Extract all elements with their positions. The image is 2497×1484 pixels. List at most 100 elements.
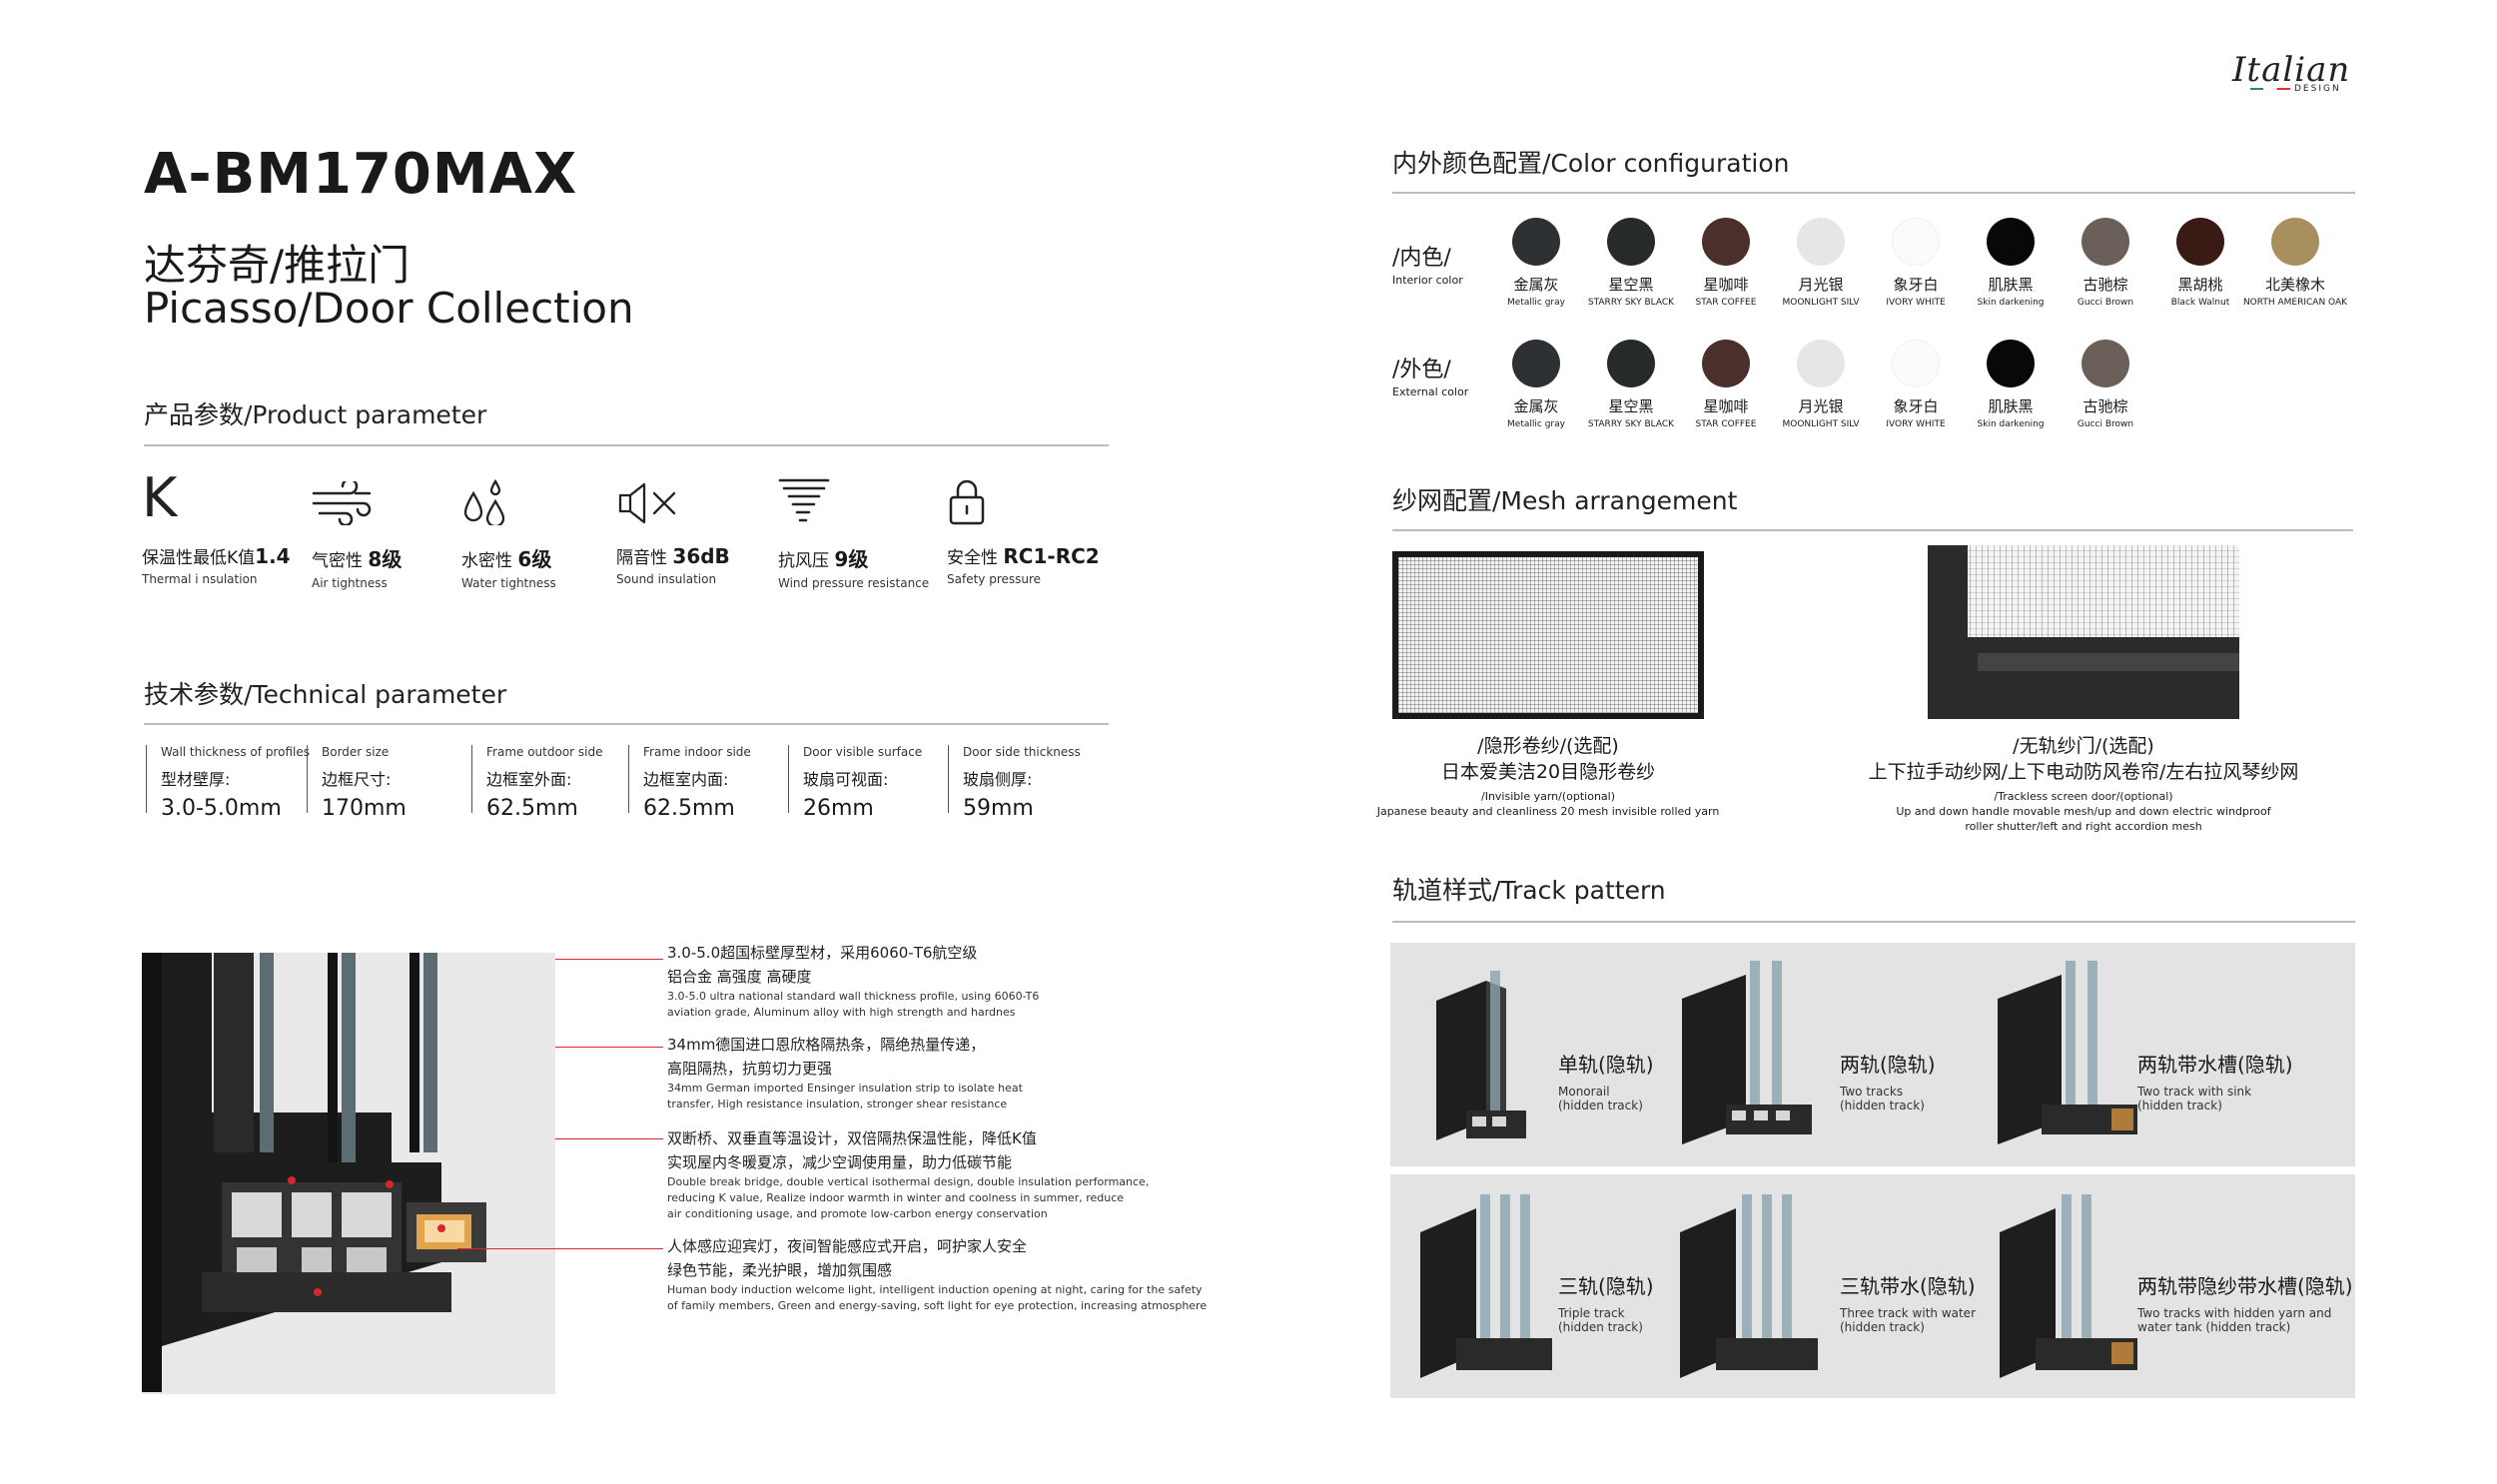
track-profile-image [1680, 1194, 1818, 1378]
swatch-name-en: Gucci Brown [2077, 298, 2134, 308]
track-profile-image [1436, 971, 1526, 1140]
swatch-color-dot [1607, 218, 1655, 266]
param-value: 36dB [672, 544, 730, 568]
interior-color-label: /内色/Interior color [1392, 246, 1463, 287]
lock-icon [947, 469, 1100, 525]
swatch-color-dot [1892, 218, 1940, 266]
swatch-color-dot [1987, 218, 2035, 266]
swatch-name-cn: 肌肤黑 [1988, 276, 2034, 294]
feature-double-bridge: 双断桥、双垂直等温设计，双倍隔热保温性能，降低K值实现屋内冬暖夏凉，减少空调使用… [667, 1129, 1150, 1220]
leader-line [555, 959, 663, 960]
param-value: 9级 [834, 547, 869, 571]
mesh-caption-invisible: /隐形卷纱/(选配)日本爱美洁20目隐形卷纱 /Invisible yarn/(… [1376, 735, 1720, 818]
param-label: 气密性 [312, 551, 363, 571]
track-title: 轨道样式/Track pattern [1392, 876, 1666, 905]
title-chinese: 达芬奇/推拉门 [144, 241, 411, 290]
color-swatch: 肌肤黑 Skin darkening [1951, 218, 2071, 308]
section-divider [144, 444, 1109, 446]
color-swatch: 北美橡木 NORTH AMERICAN OAK [2235, 218, 2355, 308]
swatch-name-en: Metallic gray [1507, 298, 1565, 308]
mesh-title: 纱网配置/Mesh arrangement [1392, 486, 1738, 515]
param-label: 安全性 [947, 548, 998, 568]
param-sub: Air tightness [312, 576, 388, 590]
param-wind: 抗风压 9级 Wind pressure resistance [778, 469, 929, 590]
swatch-name-en: MOONLIGHT SILV [1782, 419, 1860, 429]
technical-parameter-title: 技术参数/Technical parameter [144, 680, 507, 709]
section-divider [1392, 192, 2355, 194]
swatch-name-en: Skin darkening [1977, 419, 2045, 429]
swatch-name-en: Skin darkening [1977, 298, 2045, 308]
speaker-mute-icon [616, 469, 730, 525]
mesh-caption-trackless: /无轨纱门/(选配)上下拉手动纱网/上下电动防风卷帘/左右拉风琴纱网 /Trac… [1868, 735, 2299, 833]
track-two-sink: 两轨带水槽(隐轨) Two track with sink (hidden tr… [1992, 943, 2355, 1166]
swatch-color-dot [1512, 218, 1560, 266]
track-panel-top: 单轨(隐轨) Monorail (hidden track) 两轨(隐轨) Tw… [1390, 943, 2355, 1166]
track-three-water: 三轨带水(隐轨) Three track with water (hidden … [1676, 1174, 1996, 1398]
leader-line [555, 1047, 663, 1048]
swatch-color-dot [2081, 340, 2129, 387]
water-drop-icon [461, 469, 556, 525]
param-safety: 安全性 RC1-RC2 Safety pressure [947, 469, 1100, 586]
model-number: A-BM170MAX [144, 142, 578, 207]
param-value: 6级 [517, 547, 552, 571]
swatch-name-cn: 古驰棕 [2082, 276, 2128, 294]
param-sub: Safety pressure [947, 572, 1042, 586]
track-triple: 三轨(隐轨) Triple track (hidden track) [1390, 1174, 1710, 1398]
param-sub: Wind pressure resistance [778, 576, 930, 590]
product-parameter-title: 产品参数/Product parameter [144, 400, 487, 429]
swatch-name-cn: 北美橡木 [2264, 276, 2325, 294]
logo-flag-stripe [2250, 88, 2290, 90]
track-profile-image [2000, 1194, 2137, 1378]
swatch-name-en: MOONLIGHT SILV [1782, 298, 1860, 308]
k-letter-icon: K [142, 466, 178, 529]
wind-icon [312, 469, 402, 525]
swatch-name-cn: 象牙白 [1893, 276, 1939, 294]
track-two: 两轨(隐轨) Two tracks (hidden track) [1676, 943, 1996, 1166]
track-monorail: 单轨(隐轨) Monorail (hidden track) [1390, 943, 1710, 1166]
swatch-color-dot [1797, 218, 1845, 266]
swatch-name-cn: 黑胡桃 [2177, 276, 2223, 294]
color-swatch: 古驰棕 Gucci Brown [2046, 340, 2165, 429]
feature-welcome-light: 人体感应迎宾灯，夜间智能感应式开启，呵护家人安全绿色节能，柔光护眼，增加氛围感 … [667, 1237, 1208, 1312]
swatch-color-dot [1702, 218, 1750, 266]
color-swatch: 肌肤黑 Skin darkening [1951, 340, 2071, 429]
swatch-name-cn: 肌肤黑 [1988, 397, 2034, 415]
swatch-name-cn: 月光银 [1798, 397, 1844, 415]
swatch-color-dot [1892, 340, 1940, 387]
swatch-name-en: IVORY WHITE [1886, 419, 1946, 429]
param-sub: Sound insulation [616, 572, 717, 586]
swatch-color-dot [1987, 340, 2035, 387]
swatch-name-en: STAR COFFEE [1695, 419, 1757, 429]
swatch-name-en: Metallic gray [1507, 419, 1565, 429]
title-english: Picasso/Door Collection [144, 284, 634, 333]
section-divider [1392, 529, 2353, 531]
section-divider [1392, 921, 2355, 923]
leader-line [457, 1248, 663, 1249]
track-profile-image [1998, 961, 2137, 1144]
param-label: 水密性 [461, 551, 512, 571]
brand-logo: Italian DESIGN [2232, 50, 2362, 98]
swatch-name-en: Gucci Brown [2077, 419, 2134, 429]
swatch-name-cn: 古驰棕 [2082, 397, 2128, 415]
swatch-color-dot [1512, 340, 1560, 387]
tornado-icon [778, 469, 929, 525]
swatch-name-cn: 星咖啡 [1703, 276, 1749, 294]
swatch-name-cn: 金属灰 [1513, 276, 1559, 294]
swatch-name-en: NORTH AMERICAN OAK [2242, 298, 2348, 308]
section-divider [144, 723, 1109, 725]
feature-insulation-strip: 34mm德国进口恩欣格隔热条，隔绝热量传递，高阻隔热，抗剪切力更强 34mm G… [667, 1036, 1023, 1111]
swatch-color-dot [2081, 218, 2129, 266]
swatch-color-dot [1702, 340, 1750, 387]
